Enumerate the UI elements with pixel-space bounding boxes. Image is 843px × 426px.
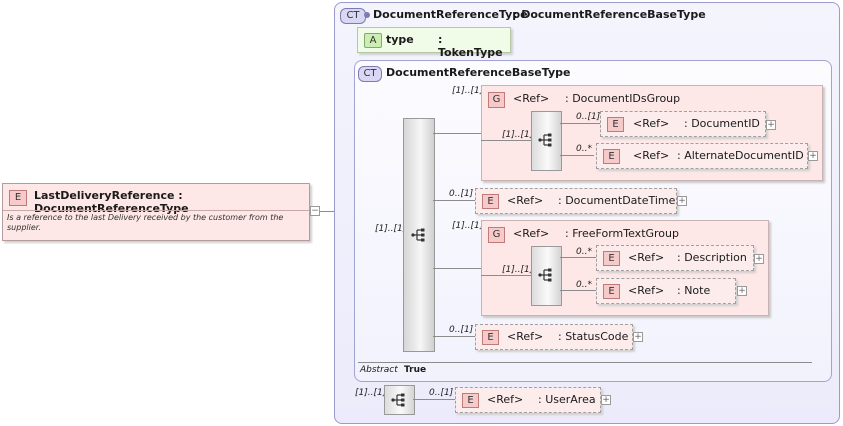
abstract-divider — [358, 362, 812, 363]
altdocid-connector — [560, 155, 594, 156]
element-badge-icon: E — [603, 149, 620, 164]
userarea-multiplicity: 0..[1] — [429, 388, 454, 398]
note-element[interactable]: E <Ref> : Note — [596, 278, 736, 304]
status-code-element[interactable]: E <Ref> : StatusCode — [475, 324, 633, 350]
note-expand-icon[interactable]: + — [737, 286, 747, 296]
group2-multiplicity: [1]..[1] — [452, 221, 484, 231]
attribute-type: : TokenType — [438, 33, 503, 59]
root-divider — [3, 210, 309, 211]
userarea-expand-icon[interactable]: + — [601, 395, 611, 405]
description-connector — [560, 257, 596, 258]
element-badge-icon: E — [603, 284, 620, 299]
docdate-expand-icon[interactable]: + — [677, 196, 687, 206]
group-badge-icon: G — [488, 92, 505, 108]
userarea-connector — [413, 399, 455, 400]
outer-sequence-compositor[interactable] — [384, 385, 415, 415]
userarea-ref: <Ref> — [487, 393, 524, 406]
abstract-value: True — [404, 365, 427, 375]
group2-seq-connector — [481, 275, 531, 276]
complex-type-badge-icon: CT — [340, 8, 366, 24]
status-type: : StatusCode — [558, 330, 629, 343]
group2-sequence-compositor[interactable] — [531, 246, 562, 306]
main-sequence-multiplicity: [1]..[1] — [375, 224, 407, 234]
docdate-connector — [433, 200, 475, 201]
sequence-icon — [411, 228, 425, 242]
main-sequence-compositor[interactable] — [403, 118, 435, 352]
element-badge-icon: E — [603, 251, 620, 266]
docdate-ref: <Ref> — [507, 194, 544, 207]
element-badge-icon: E — [9, 190, 27, 206]
abstract-label: Abstract — [360, 365, 398, 375]
note-ref: <Ref> — [628, 284, 665, 297]
group2-sequence-multiplicity: [1]..[1] — [502, 265, 534, 275]
root-collapse-icon[interactable]: − — [310, 206, 320, 216]
group2-type: : FreeFormTextGroup — [565, 227, 679, 240]
status-connector — [433, 336, 475, 337]
root-element-documentation: Is a reference to the last Delivery rece… — [7, 213, 284, 232]
documentid-type: : DocumentID — [684, 117, 760, 130]
group1-type: : DocumentIDsGroup — [565, 92, 681, 105]
document-id-element[interactable]: E <Ref> : DocumentID — [600, 111, 766, 137]
inner-complex-type-badge-icon: CT — [358, 66, 382, 82]
documentid-expand-icon[interactable]: + — [766, 120, 776, 130]
root-connector — [320, 211, 342, 212]
group2-ref: <Ref> — [513, 227, 550, 240]
docdate-type: : DocumentDateTime — [558, 194, 676, 207]
sequence-icon — [538, 268, 552, 282]
group1-sequence-multiplicity: [1]..[1] — [502, 130, 534, 140]
status-multiplicity: 0..[1] — [449, 325, 474, 335]
note-connector — [560, 290, 596, 291]
altdocid-expand-icon[interactable]: + — [808, 151, 818, 161]
description-expand-icon[interactable]: + — [754, 254, 764, 264]
description-multiplicity: 0..* — [576, 247, 592, 257]
description-element[interactable]: E <Ref> : Description — [596, 245, 754, 271]
group2-connector — [433, 268, 481, 269]
outer-type-base: : DocumentReferenceBaseType — [513, 8, 706, 21]
status-expand-icon[interactable]: + — [633, 332, 643, 342]
documentid-ref: <Ref> — [633, 117, 670, 130]
group-badge-icon: G — [488, 227, 505, 243]
note-type: : Note — [677, 284, 711, 297]
documentid-connector — [560, 123, 600, 124]
note-multiplicity: 0..* — [576, 280, 592, 290]
inner-type-name: DocumentReferenceBaseType — [386, 66, 571, 79]
element-badge-icon: E — [482, 194, 499, 209]
outer-sequence-multiplicity: [1]..[1] — [355, 388, 387, 398]
altdocid-multiplicity: 0..* — [576, 144, 592, 154]
description-ref: <Ref> — [628, 251, 665, 264]
element-badge-icon: E — [482, 330, 499, 345]
complex-type-dot-icon — [364, 12, 370, 18]
type-attribute[interactable]: A type : TokenType — [357, 27, 511, 59]
docdate-multiplicity: 0..[1] — [449, 189, 474, 199]
altdocid-ref: <Ref> — [633, 149, 670, 162]
group1-seq-connector — [481, 140, 531, 141]
status-ref: <Ref> — [507, 330, 544, 343]
attribute-badge-icon: A — [364, 33, 382, 48]
group1-multiplicity: [1]..[1] — [452, 86, 484, 96]
group1-ref: <Ref> — [513, 92, 550, 105]
outer-type-name: DocumentReferenceType — [373, 8, 528, 21]
root-element[interactable]: E LastDeliveryReference : DocumentRefere… — [2, 183, 310, 241]
user-area-element[interactable]: E <Ref> : UserArea — [455, 387, 601, 413]
documentid-multiplicity: 0..[1] — [576, 112, 601, 122]
sequence-icon — [538, 133, 552, 147]
group1-connector — [433, 133, 481, 134]
attribute-name: type — [386, 33, 414, 46]
document-date-time-element[interactable]: E <Ref> : DocumentDateTime — [475, 188, 677, 214]
alternate-document-id-element[interactable]: E <Ref> : AlternateDocumentID — [596, 143, 808, 169]
description-type: : Description — [677, 251, 747, 264]
element-badge-icon: E — [462, 393, 479, 408]
userarea-type: : UserArea — [538, 393, 596, 406]
sequence-icon — [391, 393, 405, 407]
element-badge-icon: E — [607, 117, 624, 132]
root-element-title: LastDeliveryReference : DocumentReferenc… — [34, 189, 189, 215]
group1-sequence-compositor[interactable] — [531, 111, 562, 171]
altdocid-type: : AlternateDocumentID — [677, 149, 804, 162]
